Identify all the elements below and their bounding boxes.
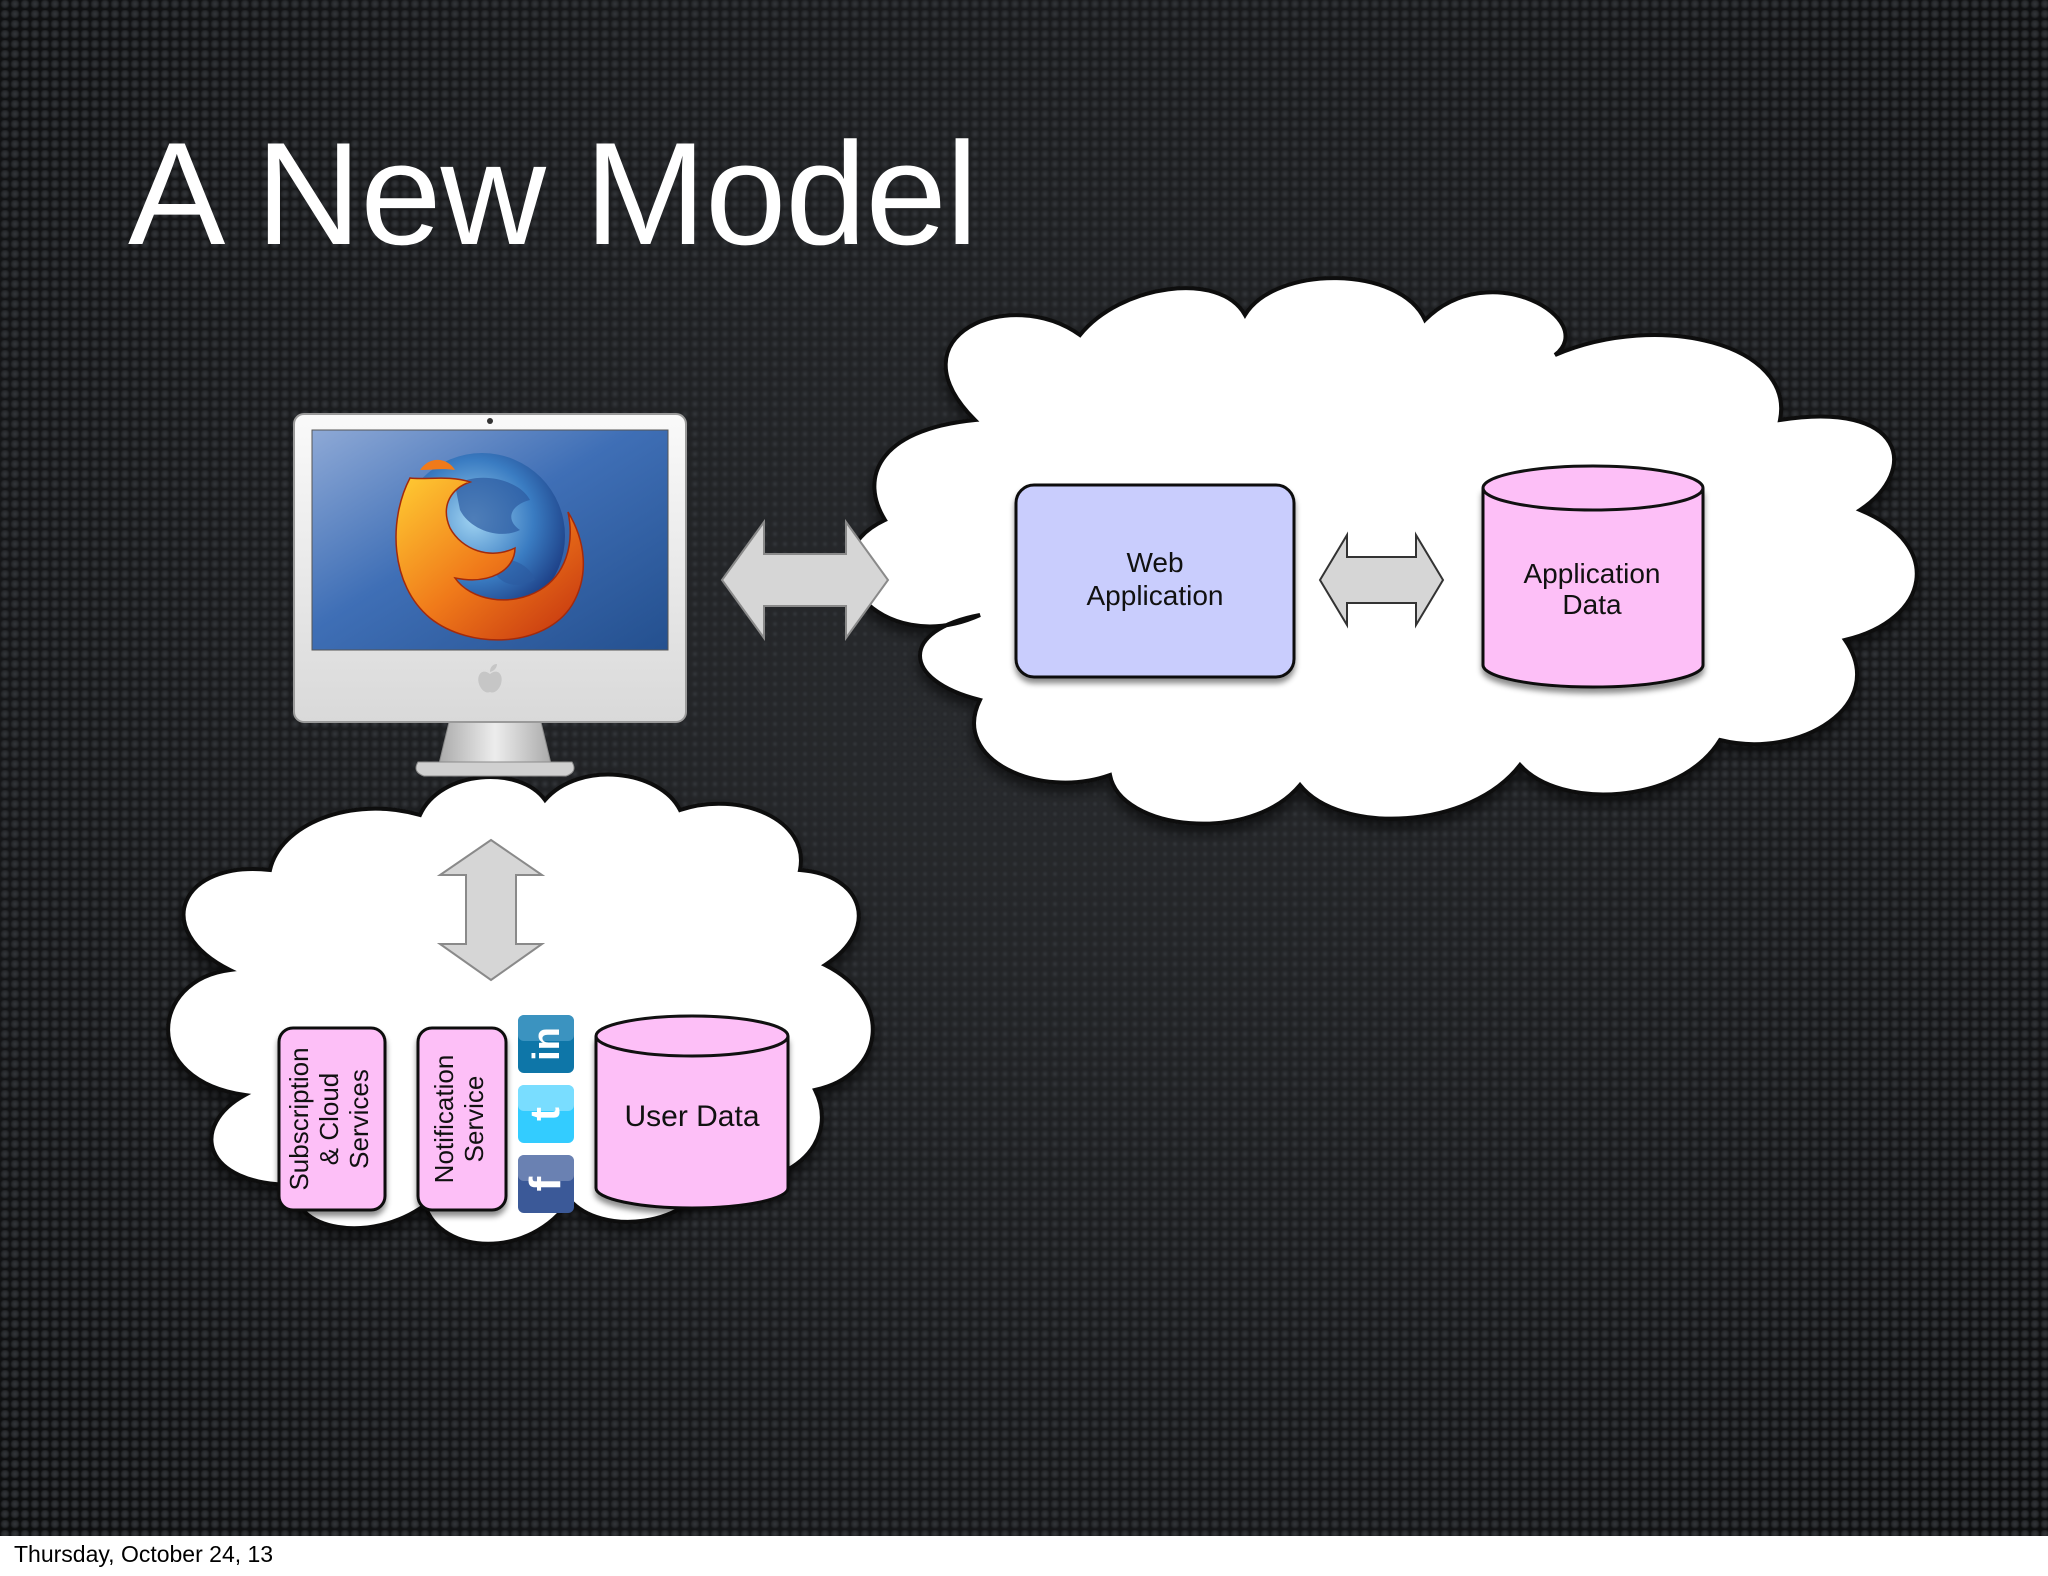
browser-server-arrow (720, 518, 890, 642)
subscription-label-line2: & Cloud (314, 1073, 344, 1166)
footer-date: Thursday, October 24, 13 (14, 1541, 274, 1567)
subscription-label-line1: Subscription (284, 1047, 314, 1190)
footer-bar (0, 1536, 2048, 1576)
architecture-diagram: Browser Web Application Application Data… (166, 276, 1919, 1246)
svg-text:t: t (521, 1107, 568, 1121)
browser-label: Browser (432, 804, 550, 840)
notification-label-line1: Notification (429, 1055, 459, 1184)
web-application-label-line2: Application (1087, 580, 1224, 611)
linkedin-icon: in (518, 1015, 574, 1073)
webapp-data-arrow (1318, 531, 1445, 629)
slide: A New Model (0, 0, 2048, 1536)
user-data-label: User Data (624, 1100, 759, 1133)
svg-text:in: in (526, 1027, 568, 1061)
user-data-cylinder: User Data (594, 1014, 790, 1210)
application-data-label-line1: Application (1524, 558, 1661, 589)
twitter-icon: t (518, 1085, 574, 1143)
web-application-box: Web Application (1014, 483, 1296, 679)
server-cloud (847, 276, 1919, 826)
application-data-cylinder: Application Data (1481, 464, 1705, 689)
web-application-label-line1: Web (1126, 547, 1183, 578)
imac-firefox-icon (293, 413, 687, 777)
slide-title: A New Model (128, 112, 978, 275)
svg-text:f: f (521, 1176, 570, 1191)
subscription-cloud-services-box: Subscription & Cloud Services (277, 1026, 387, 1212)
application-data-label-line2: Data (1562, 589, 1622, 620)
subscription-label-line3: Services (344, 1069, 374, 1169)
notification-service-box: Notification Service (416, 1026, 508, 1212)
notification-label-line2: Service (459, 1076, 489, 1163)
facebook-icon: f (518, 1155, 574, 1213)
browser-user-arrow (436, 838, 546, 982)
